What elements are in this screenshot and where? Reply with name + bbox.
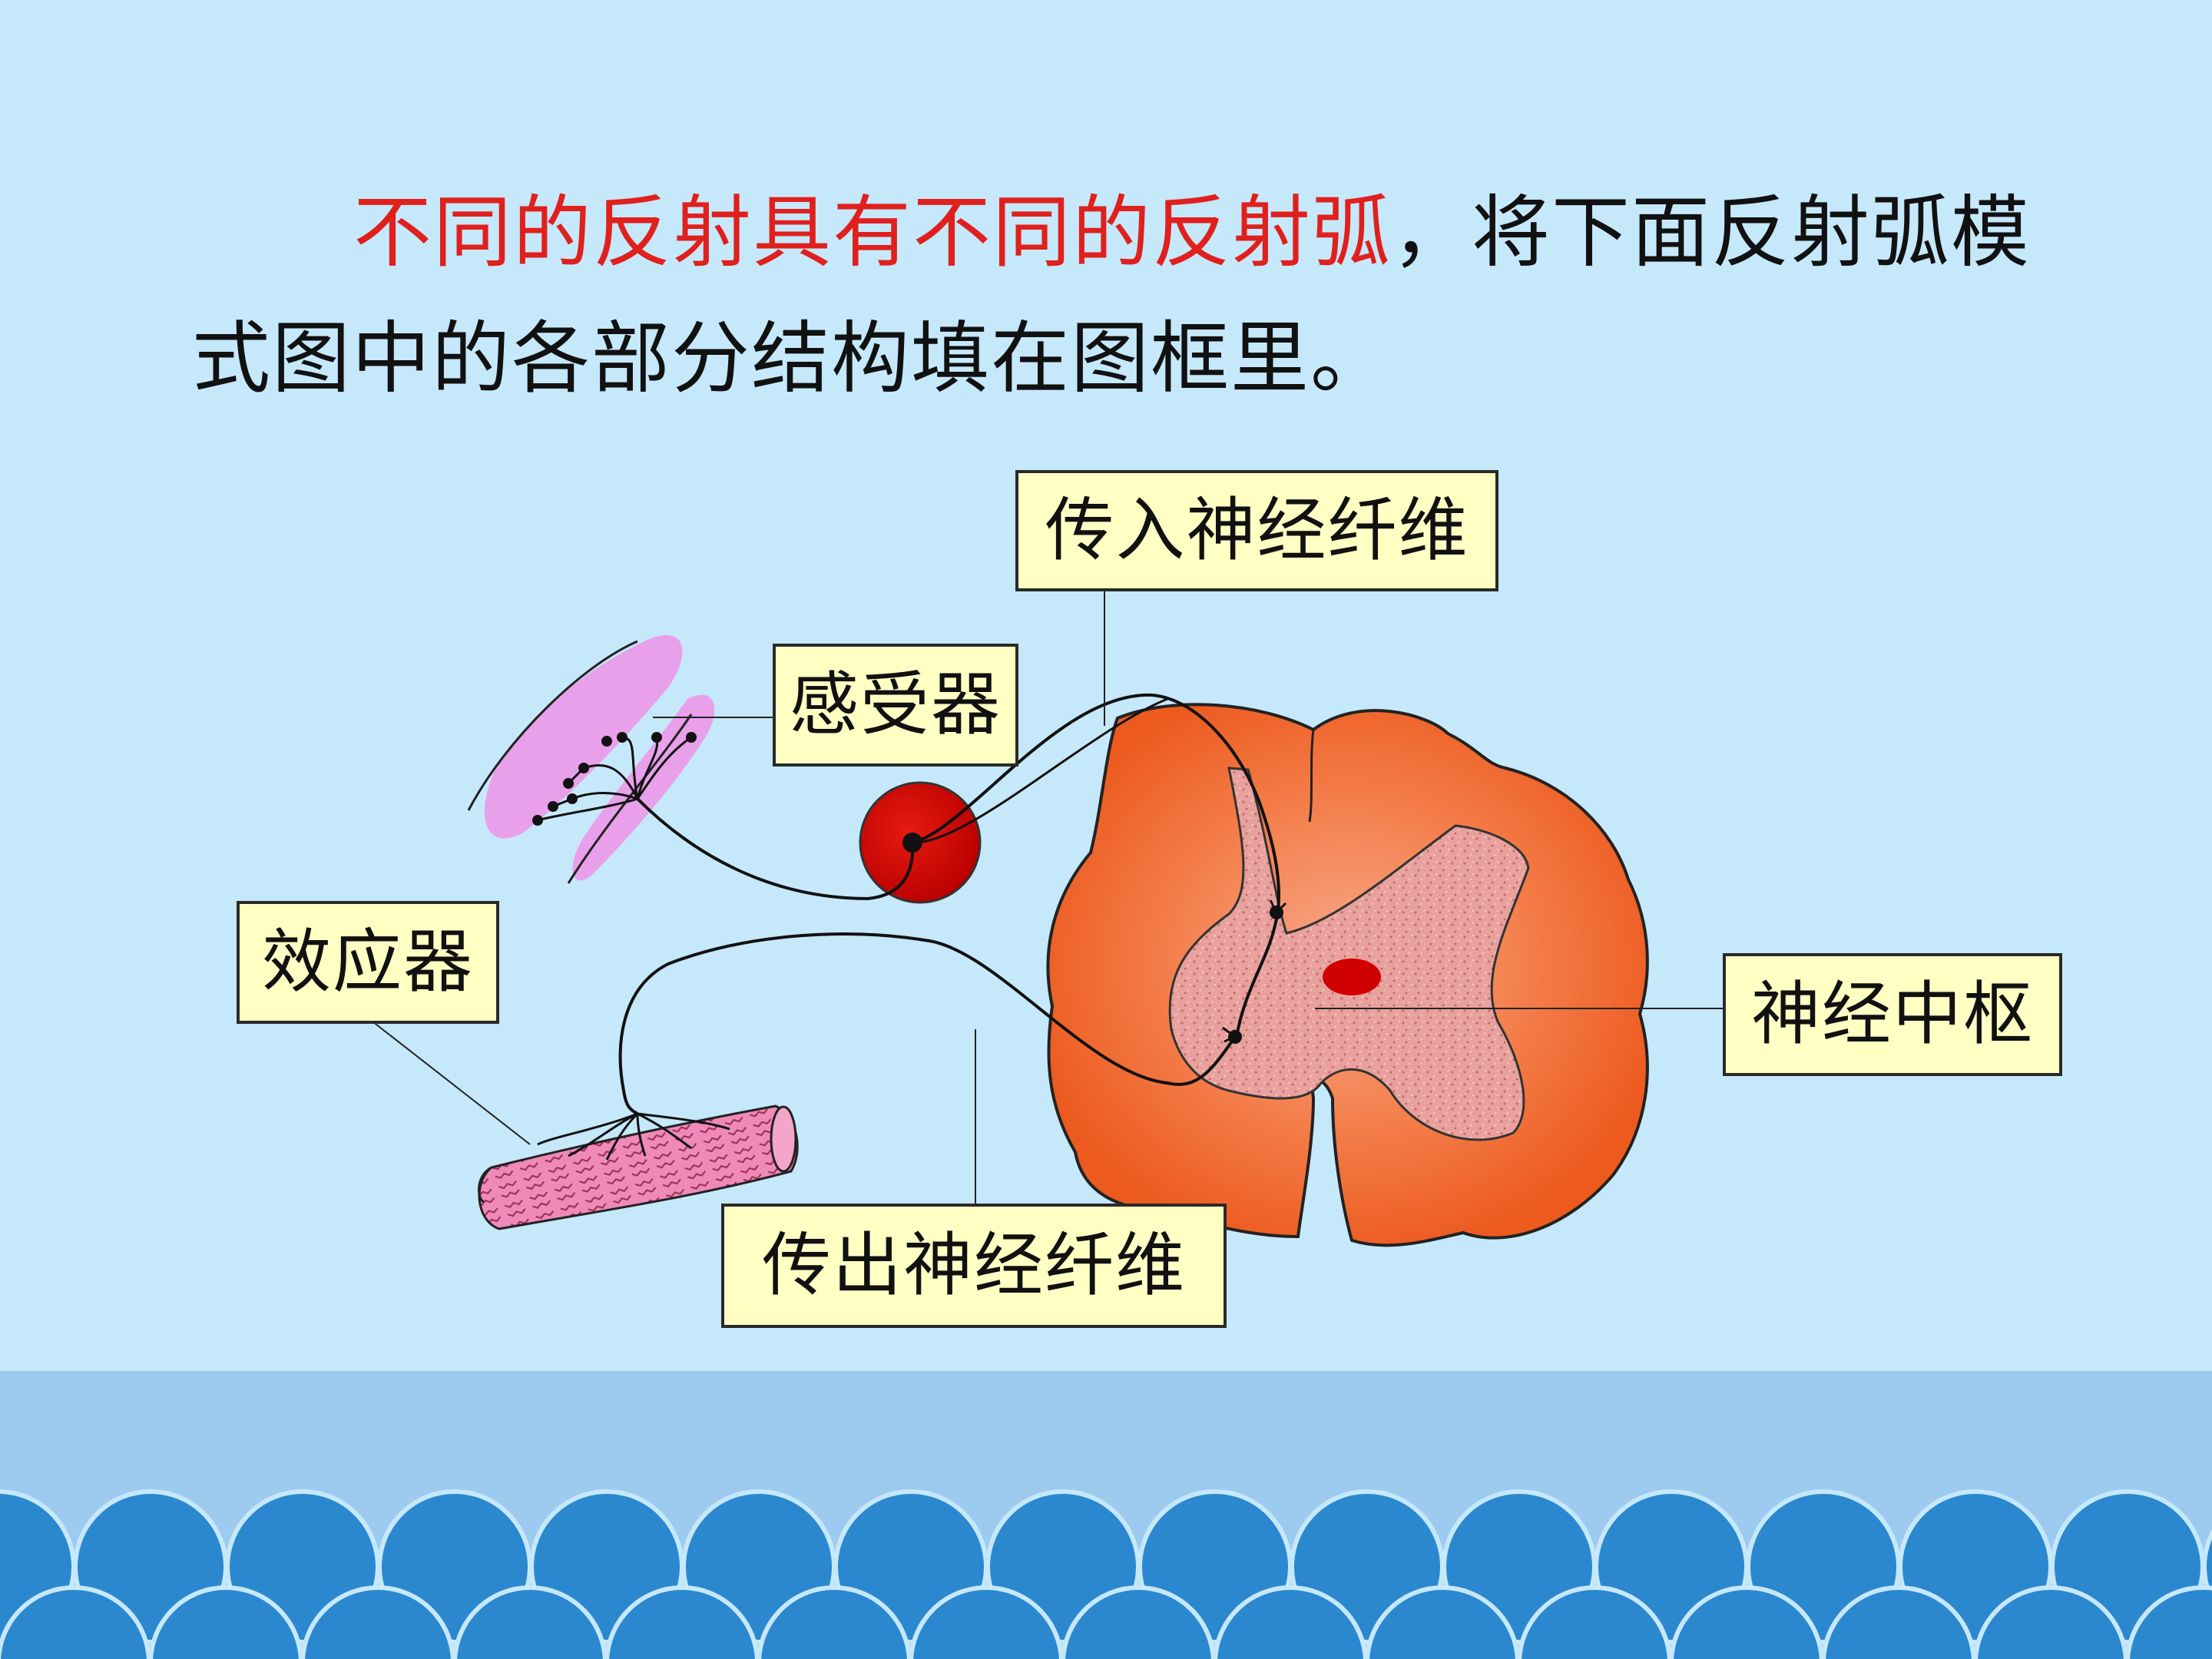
afferent-fiber (636, 693, 1280, 926)
muscle-effector (477, 1104, 799, 1230)
wave-scallop (2202, 1528, 2212, 1605)
label-efferent-nerve[interactable]: 传出神经纤维 (721, 1204, 1227, 1328)
wave-decoration (0, 1489, 2212, 1659)
wave-scallop (2125, 1585, 2212, 1659)
wave-scallop (1973, 1585, 2128, 1659)
wave-scallop (300, 1585, 455, 1659)
wave-scallop (1821, 1585, 1976, 1659)
leader-lines (372, 590, 1723, 1206)
wave-scallop (1669, 1585, 1824, 1659)
wave-scallop (0, 1585, 151, 1659)
intro-highlight: 不同的反射具有不同的反射弧 (353, 187, 1392, 279)
wave-scallop (1517, 1585, 1672, 1659)
label-afferent-nerve[interactable]: 传入神经纤维 (1015, 470, 1498, 591)
wave-scallop (757, 1585, 912, 1659)
wave-scallop (1061, 1585, 1216, 1659)
intro-rest: ，将下面反射弧模式图中的各部分结构填在图框里。 (192, 187, 2031, 405)
central-canal (1323, 959, 1381, 995)
wave-scallop (1213, 1585, 1368, 1659)
receptor-dots (532, 732, 697, 826)
wave-scallop (909, 1585, 1064, 1659)
wave-scallop (452, 1585, 608, 1659)
label-nerve-center[interactable]: 神经中枢 (1723, 953, 2062, 1076)
wave-scallop (604, 1585, 760, 1659)
intro-text: 不同的反射具有不同的反射弧，将下面反射弧模式图中的各部分结构填在图框里。 (192, 171, 2081, 422)
label-effector[interactable]: 效应器 (237, 901, 499, 1024)
label-receptor[interactable]: 感受器 (773, 644, 1018, 767)
wave-scallop (148, 1585, 303, 1659)
wave-scallop (1365, 1585, 1520, 1659)
efferent-fiber (618, 932, 1237, 1115)
skin-tissue (467, 635, 715, 884)
gray-matter (1168, 767, 1530, 1141)
motor-endings (537, 1112, 730, 1161)
